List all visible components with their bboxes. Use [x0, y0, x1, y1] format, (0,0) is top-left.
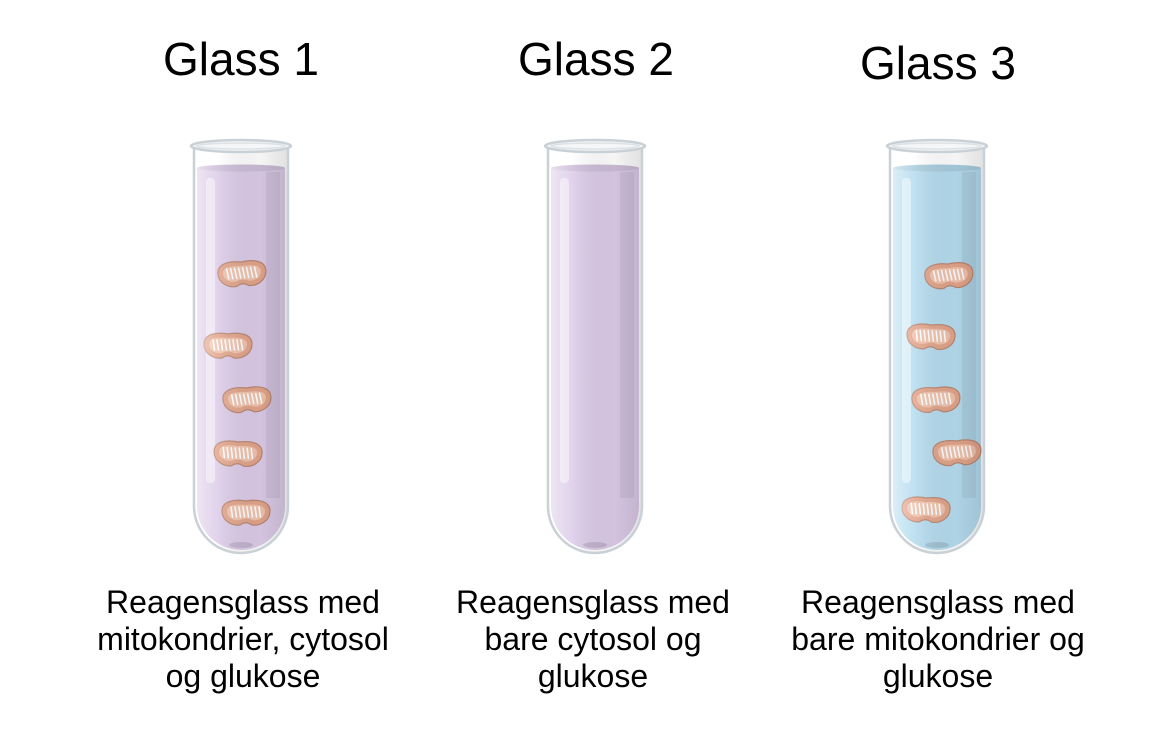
glass-2-caption: Reagensglass med bare cytosol og glukose — [413, 584, 773, 695]
glass-2-caption-line-3: glukose — [537, 658, 649, 694]
test-tube-3 — [885, 138, 989, 555]
test-tube-1 — [189, 138, 293, 555]
glass-3-caption-line-2: bare mitokondrier og — [791, 621, 1085, 657]
glass-1-caption-line-3: og glukose — [165, 658, 321, 694]
glass-1-caption: Reagensglass med mitokondrier, cytosol o… — [63, 584, 423, 695]
glass-1-title: Glass 1 — [163, 33, 319, 85]
glass-2-title: Glass 2 — [518, 33, 674, 85]
test-tube-icon — [888, 146, 986, 555]
glass-3-title: Glass 3 — [860, 37, 1016, 89]
test-tube-2 — [543, 138, 647, 555]
glass-1-caption-line-1: Reagensglass med — [106, 584, 380, 620]
test-tube-icon — [192, 146, 290, 555]
glass-3-caption-line-1: Reagensglass med — [801, 584, 1075, 620]
glass-1-caption-line-2: mitokondrier, cytosol — [97, 621, 389, 657]
glass-3-caption-line-3: glukose — [882, 658, 994, 694]
glass-3-caption: Reagensglass med bare mitokondrier og gl… — [758, 584, 1118, 695]
glass-2-caption-line-2: bare cytosol og — [484, 621, 702, 657]
glass-2-caption-line-1: Reagensglass med — [456, 584, 730, 620]
test-tube-icon — [546, 146, 644, 555]
